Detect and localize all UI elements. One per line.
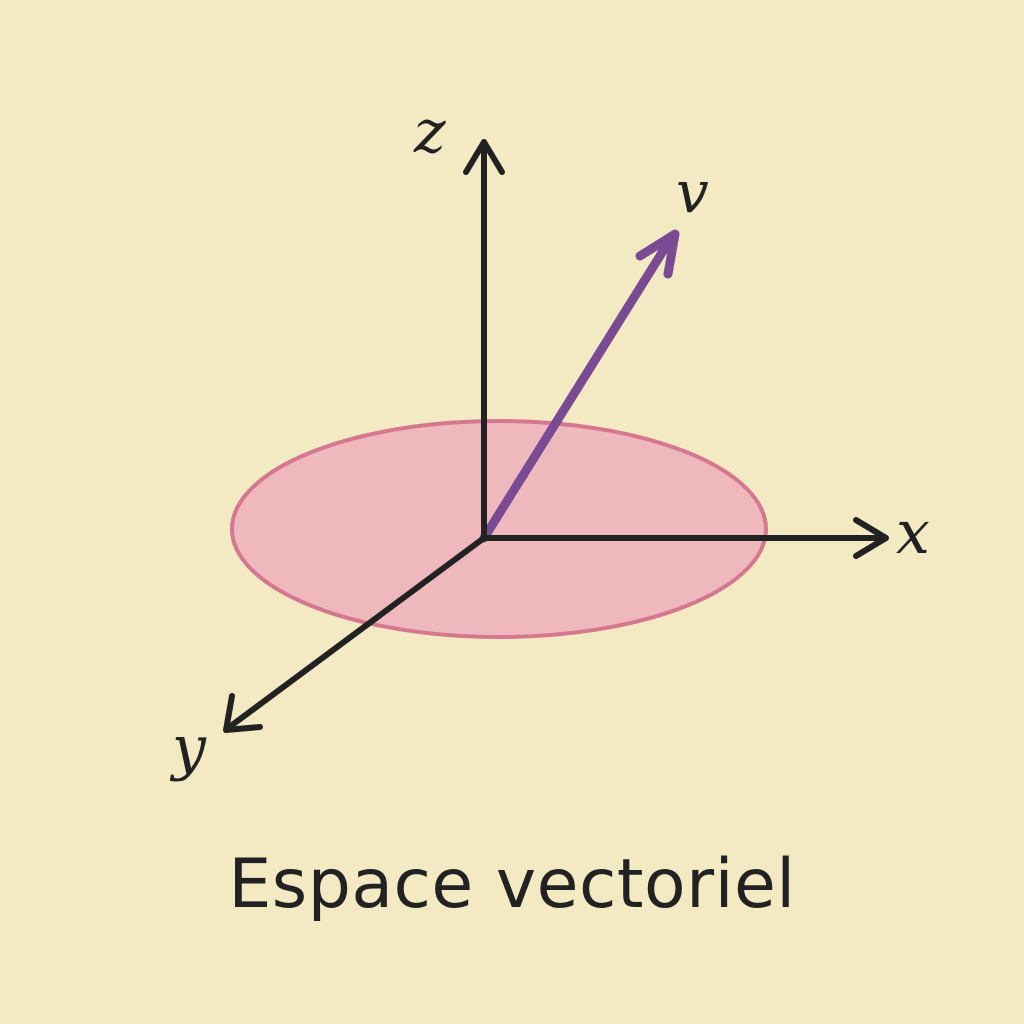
vector-v-arrow [479,229,680,543]
x-axis [481,517,889,559]
y-axis [223,535,487,733]
y-axis-label: y [169,713,207,783]
diagram-caption: Espace vectoriel [228,845,796,924]
z-axis [463,139,505,541]
vector-v-label: v [676,158,709,226]
plane-ellipse [230,419,768,639]
z-axis-label: z [413,97,446,167]
x-axis-label: x [896,498,930,568]
